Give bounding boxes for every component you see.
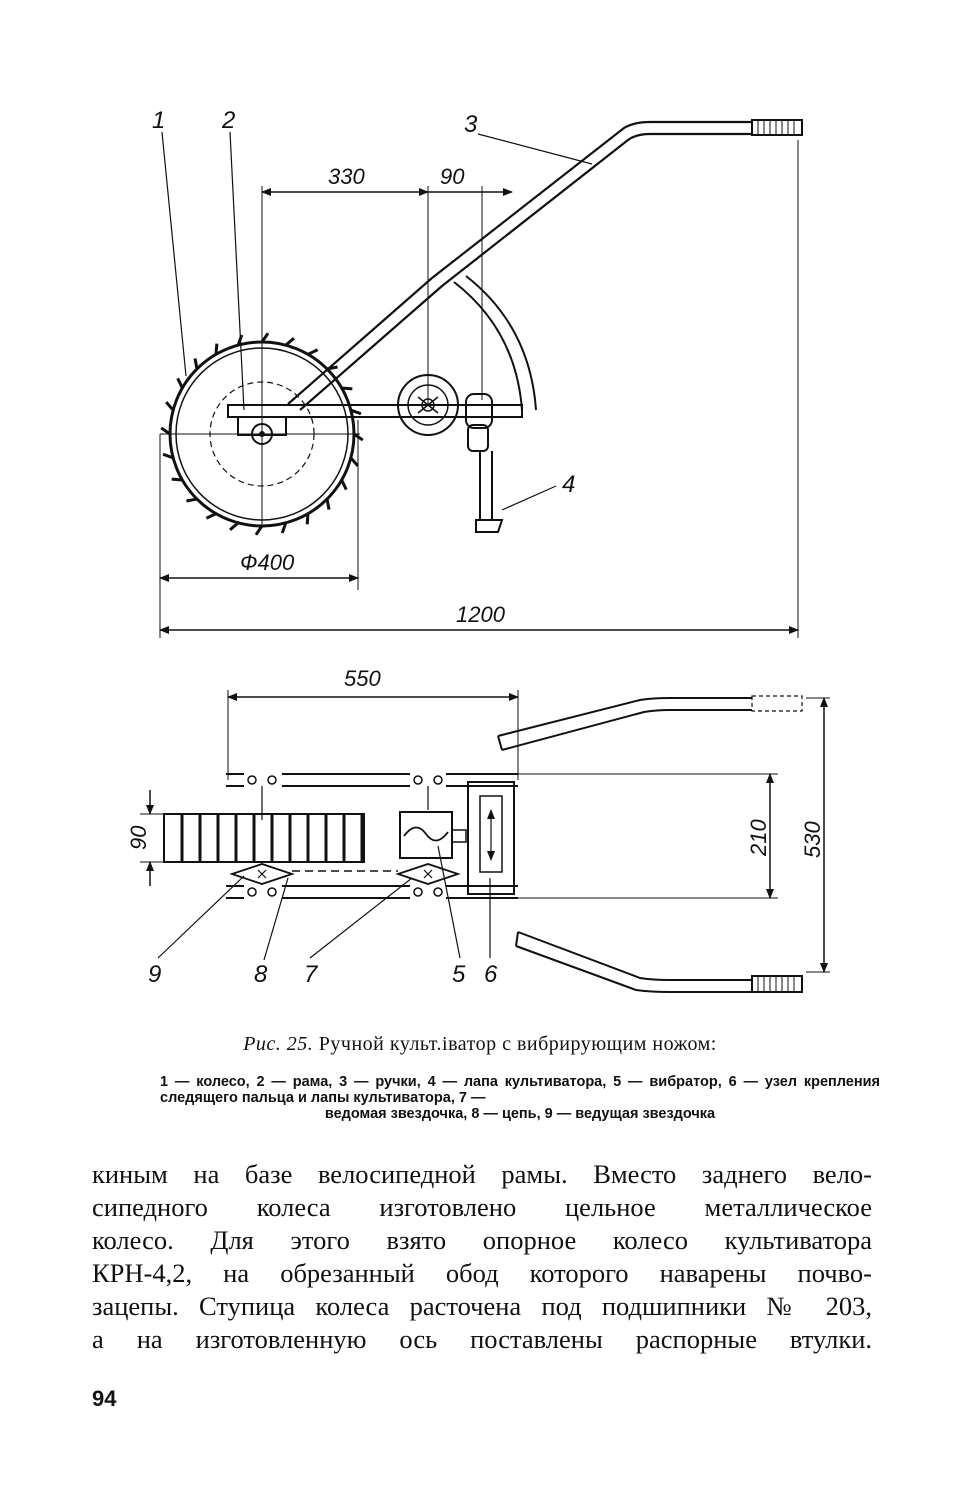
dim-210: 210	[746, 819, 771, 857]
mount-unit	[467, 781, 515, 895]
callout-1: 1	[152, 107, 165, 134]
legend-line: 1 — колесо, 2 — рама, 3 — ручки, 4 — лап…	[160, 1074, 722, 1090]
top-view: 550	[126, 666, 830, 993]
legend-line: 6 — узел крепления следящего пальца и ла…	[160, 1074, 880, 1106]
callout-2: 2	[221, 107, 235, 134]
body-line: колесо. Для этого взято опорное колесо к…	[92, 1225, 872, 1255]
callout-5: 5	[452, 961, 466, 988]
legend-line: ведомая звездочка, 8 — цепь, 9 — ведущая…	[324, 1106, 716, 1122]
guard-arc	[453, 281, 523, 411]
dim-550: 550	[344, 666, 381, 691]
body-paragraph: киным на базе велосипедной рамы. Вместо …	[92, 1158, 872, 1356]
callout-8: 8	[254, 961, 268, 988]
callout-7: 7	[304, 961, 319, 988]
wheel-tread-top	[163, 813, 365, 863]
dim-530: 530	[800, 821, 825, 858]
body-line: а на изготовленную ось поставлены распор…	[92, 1324, 872, 1354]
dim-330: 330	[328, 164, 365, 189]
figure-title: Ручной культ.іватор с вибрирующим ножом:	[318, 1033, 717, 1055]
dim-1200: 1200	[456, 602, 506, 627]
figure-legend: 1 — колесо, 2 — рама, 3 — ручки, 4 — лап…	[160, 1074, 880, 1122]
handles-top	[497, 695, 803, 993]
page-number: 94	[92, 1386, 117, 1411]
figure-caption: Рис. 25. Ручной культ.іватор с вибрирующ…	[0, 1033, 960, 1056]
body-line: зацепы. Ступица колеса расточена под под…	[92, 1291, 872, 1321]
dim-diameter-400: Ф400	[240, 550, 295, 575]
cultivator-drawing: 330 90 Ф400 1200 1 2 3 4 550	[126, 107, 830, 993]
dim-90-side: 90	[126, 825, 151, 850]
body-line: киным на базе велосипедной рамы. Вместо …	[92, 1159, 872, 1189]
callout-4: 4	[562, 471, 575, 498]
figure-label: Рис. 25.	[243, 1033, 314, 1055]
body-line: КРН-4,2, на обрезанный обод которого нав…	[92, 1258, 872, 1288]
frame-bar	[227, 404, 523, 418]
callout-6: 6	[484, 961, 498, 988]
callout-9: 9	[148, 961, 161, 988]
driven-sprocket	[395, 863, 461, 885]
handle	[287, 119, 803, 411]
side-view: 330 90 Ф400 1200 1 2 3 4	[152, 107, 803, 638]
body-line: сипедного колеса изготовлено цельное мет…	[92, 1192, 872, 1222]
drive-sprocket	[229, 863, 295, 885]
cultivator-tine	[475, 451, 504, 533]
dim-90-top: 90	[440, 164, 465, 189]
callout-3: 3	[464, 111, 478, 138]
